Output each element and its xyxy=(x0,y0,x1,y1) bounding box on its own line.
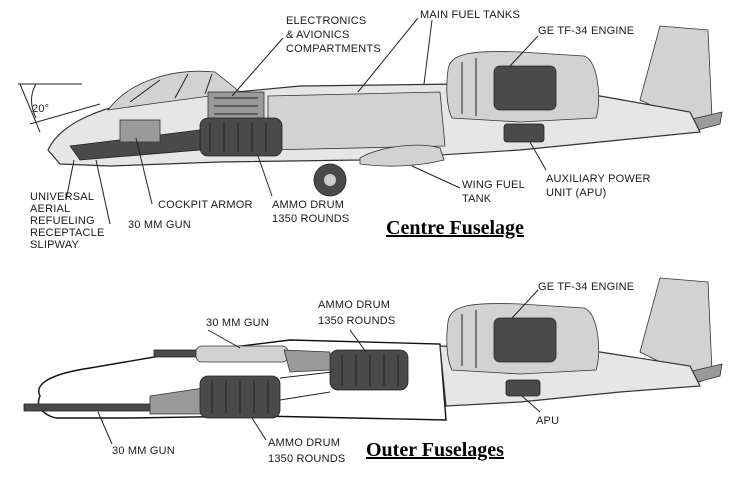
top-engine-core xyxy=(493,65,557,111)
label-apu-top-1: AUXILIARY POWER xyxy=(546,173,651,185)
bottom-labels: 30 MM GUN AMMO DRUM 1350 ROUNDS GE TF-34… xyxy=(112,281,634,465)
leader-ammo-bottom xyxy=(251,417,267,441)
label-gun-bottom: 30 MM GUN xyxy=(112,445,175,457)
bottom-gun-barrel-bottom xyxy=(23,403,157,412)
top-leader-lines xyxy=(65,17,547,225)
label-electronics-1: ELECTRONICS xyxy=(286,15,366,27)
bottom-gun-housing-top xyxy=(195,345,289,363)
leader-gun-top-bottom xyxy=(207,329,241,349)
top-ammo-drum-ribs xyxy=(209,122,267,152)
svg-text:UNIVERSAL AERIAL R: UNIVERSAL AERIAL REFUELING RECEPTACLE SL… xyxy=(30,191,108,251)
top-angle-bound xyxy=(19,83,41,133)
svg-text:AMMO DRUM 1350 ROUNDS: AMMO DRUM 1350 ROUNDS xyxy=(318,299,395,327)
leader-cockpit-armor xyxy=(135,137,153,205)
leader-ammo-top xyxy=(257,155,273,197)
bottom-engine-core xyxy=(493,317,557,363)
label-electronics-3: COMPARTMENTS xyxy=(286,43,381,55)
leader-gun-top xyxy=(95,159,111,225)
leader-ammo-top-bottom xyxy=(349,329,367,353)
bottom-engine-fan xyxy=(461,310,477,368)
leader-main-fuel xyxy=(357,17,433,93)
top-wing-fuel-tank xyxy=(359,144,445,167)
label-refuel-3: REFUELING xyxy=(30,215,95,227)
top-ammo-drum xyxy=(199,117,283,157)
leader-electronics xyxy=(231,37,284,97)
label-gun-top-bottom: 30 MM GUN xyxy=(206,317,269,329)
top-angle-line xyxy=(29,103,101,125)
leader-engine-bottom xyxy=(511,289,539,319)
leader-apu-bottom xyxy=(521,395,541,413)
label-electronics-2: & AVIONICS xyxy=(286,29,350,41)
top-main-fuel-tank xyxy=(267,91,446,151)
svg-text:AMMO DRUM 1350 ROUNDS: AMMO DRUM 1350 ROUNDS xyxy=(268,437,345,465)
caption-centre-fuselage: Centre Fuselage xyxy=(386,217,524,239)
svg-text:AMMO DRUM 1350 ROUNDS: AMMO DRUM 1350 ROUNDS xyxy=(272,199,349,225)
label-wing-fuel-2: TANK xyxy=(462,193,492,205)
caption-outer-fuselages: Outer Fuselages xyxy=(366,439,504,461)
leader-gun-bottom xyxy=(97,411,113,445)
label-main-fuel-tanks: MAIN FUEL TANKS xyxy=(420,9,520,21)
top-aircraft xyxy=(18,25,723,197)
label-refuel-4: RECEPTACLE xyxy=(30,227,105,239)
top-angle-arc xyxy=(31,83,37,119)
label-ammo-bottom-1: AMMO DRUM xyxy=(268,437,340,449)
label-refuel-5: SLIPWAY xyxy=(30,239,80,251)
label-ammo-top-bottom-1: AMMO DRUM xyxy=(318,299,390,311)
bottom-feed-chute-top xyxy=(283,349,331,373)
bottom-aircraft xyxy=(23,277,723,421)
leader-apu-top xyxy=(529,141,547,171)
bottom-leader-lines xyxy=(97,289,541,445)
bottom-ammo-drum-top-ribs xyxy=(341,354,399,386)
leader-engine-top xyxy=(509,35,539,67)
bottom-apu xyxy=(505,379,541,397)
bottom-feed-links xyxy=(279,371,333,401)
leader-wing-fuel xyxy=(411,165,461,189)
label-ammo-top-2: 1350 ROUNDS xyxy=(272,213,349,225)
bottom-ammo-drum-bottom-ribs xyxy=(211,380,269,414)
leader-refuel xyxy=(65,159,75,201)
label-apu-top-2: UNIT (APU) xyxy=(546,187,606,199)
label-engine-bottom: GE TF-34 ENGINE xyxy=(538,281,634,293)
label-refuel-2: AERIAL xyxy=(30,203,70,215)
label-refuel-1: UNIVERSAL xyxy=(30,191,94,203)
top-canopy xyxy=(107,70,241,111)
top-cockpit-armor xyxy=(119,119,161,143)
top-landing-gear-hub xyxy=(324,174,336,186)
svg-text:WING FUEL TANK: WING FUEL TANK xyxy=(462,179,528,205)
svg-text:ELECTRONICS & AVIONICS: ELECTRONICS & AVIONICS COMPARTMENTS xyxy=(286,15,381,55)
label-engine-top: GE TF-34 ENGINE xyxy=(538,25,634,37)
label-ammo-bottom-2: 1350 ROUNDS xyxy=(268,453,345,465)
top-electronics-racks xyxy=(214,97,258,123)
top-labels: ELECTRONICS & AVIONICS COMPARTMENTS MAIN… xyxy=(30,9,654,251)
top-canopy-frame xyxy=(129,73,213,103)
label-ammo-top-1: AMMO DRUM xyxy=(272,199,344,211)
label-angle: 20° xyxy=(32,103,49,115)
top-engine-fan xyxy=(461,58,477,116)
label-cockpit-armor: COCKPIT ARMOR xyxy=(158,199,253,211)
svg-text:AUXILIARY POWER UNIT (AP: AUXILIARY POWER UNIT (APU) xyxy=(546,173,654,199)
label-wing-fuel-1: WING FUEL xyxy=(462,179,525,191)
label-gun-top: 30 MM GUN xyxy=(128,219,191,231)
label-ammo-top-bottom-2: 1350 ROUNDS xyxy=(318,315,395,327)
label-apu-bottom: APU xyxy=(536,415,559,427)
top-apu xyxy=(503,123,545,143)
